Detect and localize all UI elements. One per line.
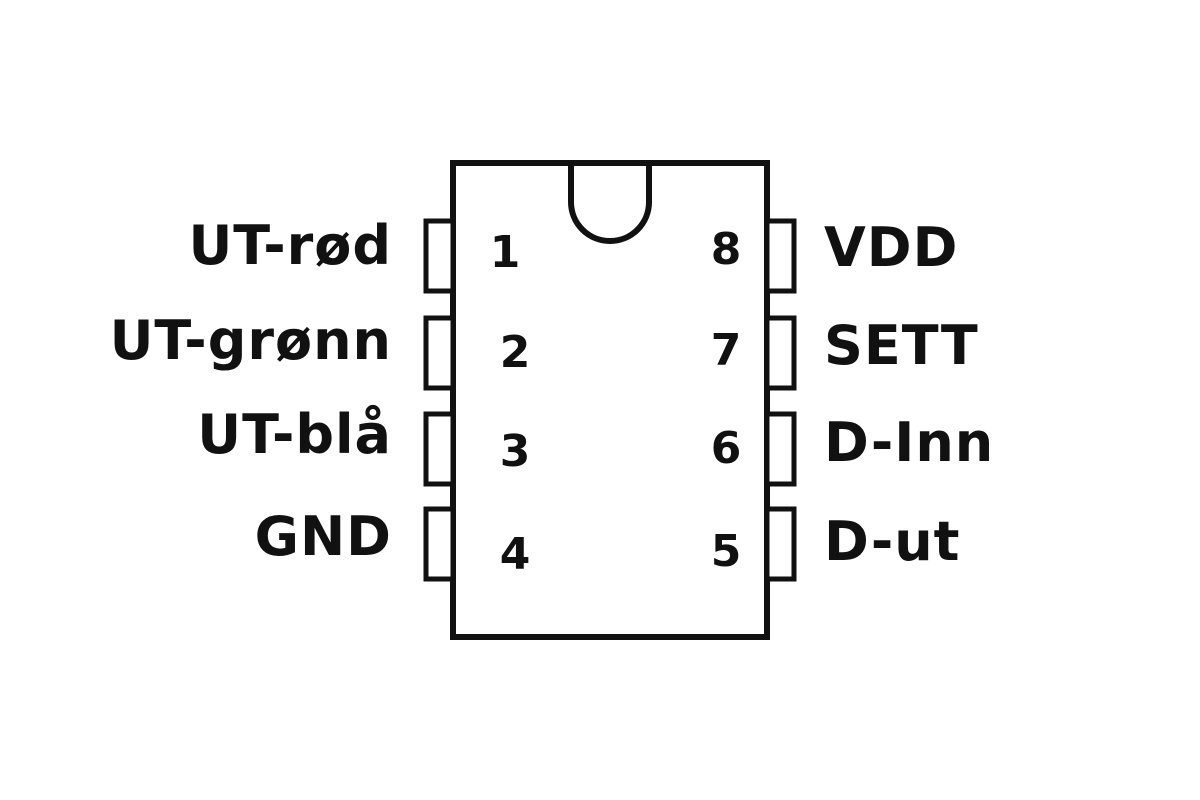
- pin-8-lead: [764, 218, 797, 294]
- chip-notch: [568, 163, 652, 244]
- pin-6-number: 6: [710, 423, 742, 474]
- pin-7-label: SETT: [824, 314, 979, 377]
- pin-1-label: UT-rød: [188, 214, 392, 277]
- pin-8-label: VDD: [824, 216, 959, 279]
- pin-3-label: UT-blå: [197, 403, 392, 466]
- pin-3-number: 3: [499, 426, 531, 477]
- chip-body: [450, 160, 770, 640]
- pin-2-lead: [423, 315, 456, 391]
- pin-1-lead: [423, 218, 456, 294]
- pin-7-lead: [764, 315, 797, 391]
- pin-6-lead: [764, 411, 797, 487]
- pin-7-number: 7: [710, 325, 742, 376]
- pin-2-number: 2: [499, 327, 531, 378]
- pin-4-label: GND: [254, 505, 392, 568]
- pin-6-label: D-Inn: [824, 411, 995, 474]
- pin-4-number: 4: [499, 529, 531, 580]
- pin-3-lead: [423, 411, 456, 487]
- pin-5-lead: [764, 506, 797, 582]
- pin-4-lead: [423, 506, 456, 582]
- pin-8-number: 8: [710, 224, 742, 275]
- pin-2-label: UT-grønn: [109, 309, 392, 372]
- pin-1-number: 1: [489, 227, 521, 278]
- pin-5-label: D-ut: [824, 510, 961, 573]
- pin-5-number: 5: [710, 526, 742, 577]
